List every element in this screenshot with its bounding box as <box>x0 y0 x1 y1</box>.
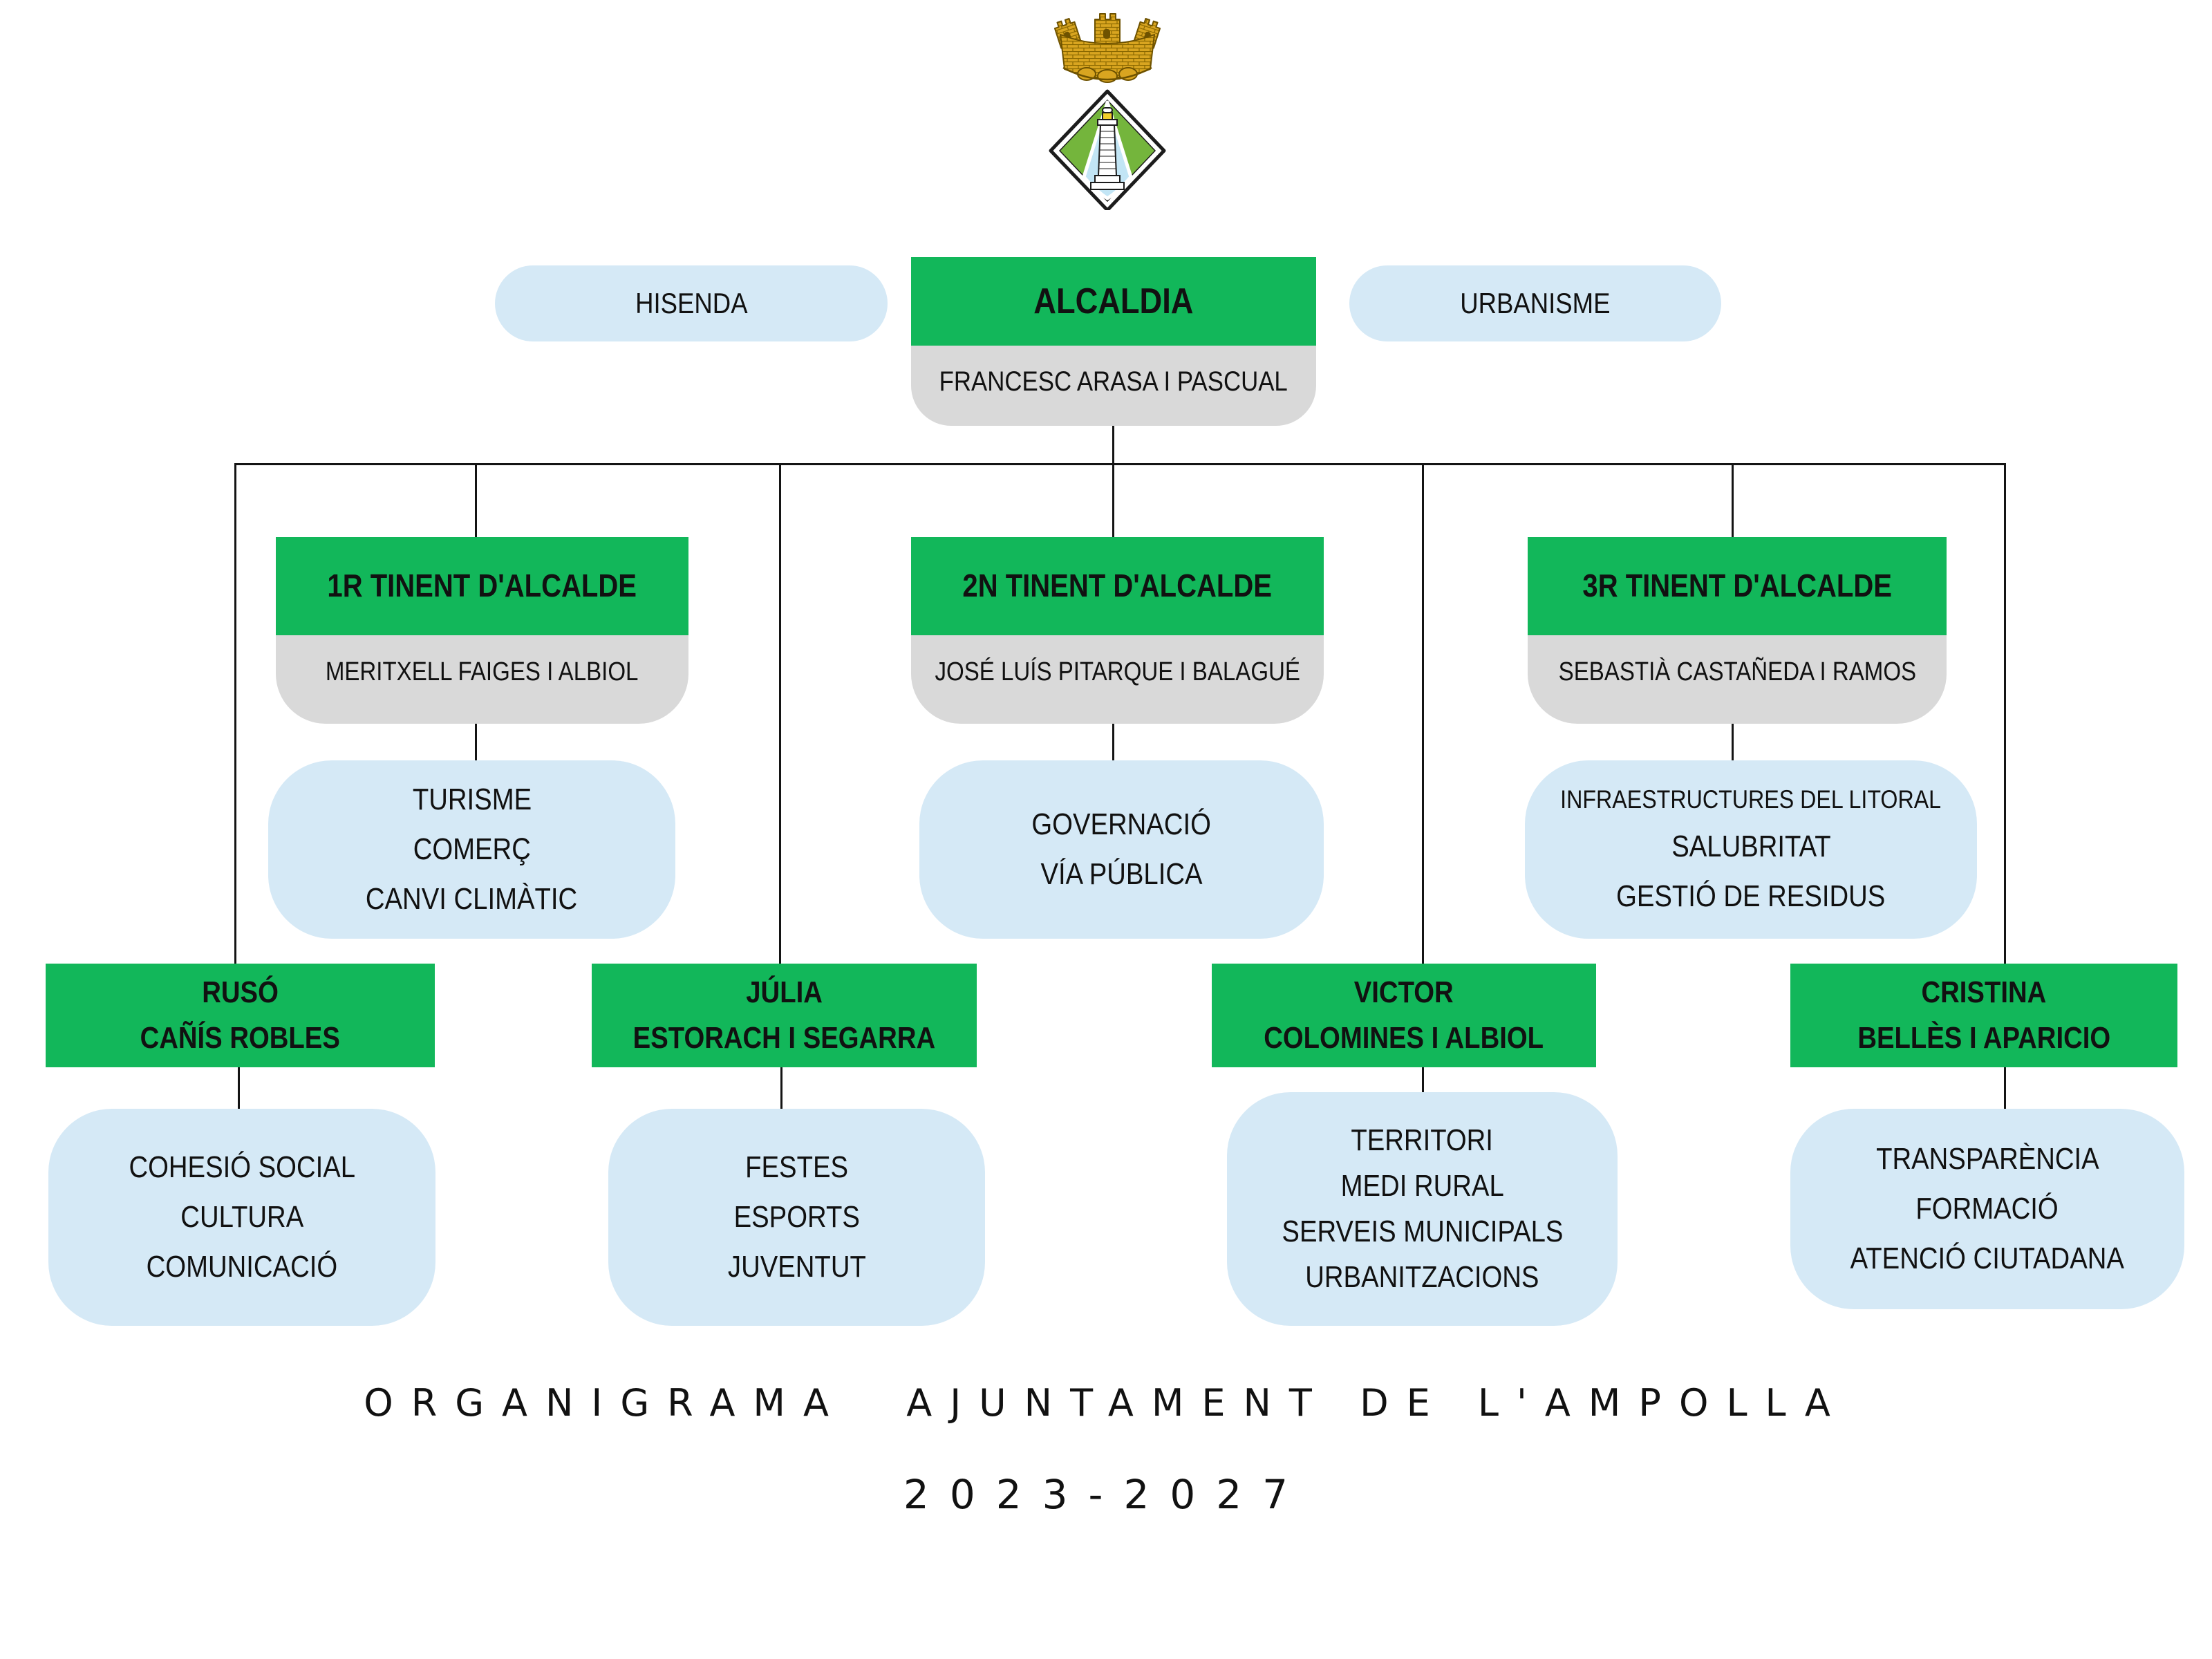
shield-icon <box>1049 89 1166 210</box>
area-label: SALUBRITAT <box>1671 830 1831 863</box>
area-label: URBANITZACIONS <box>1305 1260 1539 1294</box>
mural-crown-icon <box>1053 13 1161 83</box>
connector-stem-victor-areas <box>1422 1067 1424 1109</box>
area-label: COMERÇ <box>413 832 531 866</box>
area-label: ESPORTS <box>733 1200 860 1234</box>
area-label: INFRAESTRUCTURES DEL LITORAL <box>1560 785 1942 814</box>
connector-stem-3r-areas <box>1732 724 1734 762</box>
connector-drop-ruso <box>234 463 236 965</box>
node-regidor-victor-areas: TERRITORI MEDI RURAL SERVEIS MUNICIPALS … <box>1227 1092 1618 1326</box>
area-label: FESTES <box>745 1150 848 1184</box>
pill-hisenda-label: HISENDA <box>635 286 748 319</box>
connector-stem-julia-areas <box>780 1067 782 1109</box>
node-1r-tinent-name: MERITXELL FAIGES I ALBIOL <box>276 635 688 724</box>
node-1r-tinent-title: 1R TINENT D'ALCALDE <box>276 537 688 635</box>
node-regidor-ruso-areas: COHESIÓ SOCIAL CULTURA COMUNICACIÓ <box>48 1109 435 1326</box>
pill-urbanisme: URBANISME <box>1349 265 1721 341</box>
node-regidor-cristina: CRISTINA BELLÈS I APARICIO <box>1790 964 2177 1067</box>
area-label: GOVERNACIÓ <box>1031 807 1212 841</box>
regidor-name-line: ESTORACH I SEGARRA <box>632 1021 936 1055</box>
regidor-name-line: BELLÈS I APARICIO <box>1857 1021 2110 1055</box>
node-3r-tinent-areas: INFRAESTRUCTURES DEL LITORAL SALUBRITAT … <box>1525 760 1977 939</box>
area-label: JUVENTUT <box>727 1250 866 1284</box>
1r-tinent-name-label: MERITXELL FAIGES I ALBIOL <box>326 657 639 687</box>
pill-hisenda: HISENDA <box>495 265 888 341</box>
ampolla-crest-icon <box>1049 13 1166 210</box>
area-label: SERVEIS MUNICIPALS <box>1281 1215 1564 1248</box>
area-label: TURISME <box>412 782 532 816</box>
regidor-name-line: CRISTINA <box>1921 975 2047 1009</box>
node-regidor-julia: JÚLIA ESTORACH I SEGARRA <box>592 964 977 1067</box>
connector-alcaldia-stem <box>1112 426 1114 465</box>
node-2n-tinent-title: 2N TINENT D'ALCALDE <box>911 537 1324 635</box>
node-regidor-cristina-areas: TRANSPARÈNCIA FORMACIÓ ATENCIÓ CIUTADANA <box>1790 1109 2184 1309</box>
connector-distribution-bar <box>234 463 2006 465</box>
connector-stem-2n-areas <box>1112 724 1114 762</box>
3r-tinent-title-label: 3R TINENT D'ALCALDE <box>1582 568 1892 604</box>
node-2n-tinent-areas: GOVERNACIÓ VÍA PÚBLICA <box>919 760 1324 939</box>
node-3r-tinent-name: SEBASTIÀ CASTAÑEDA I RAMOS <box>1528 635 1947 724</box>
connector-drop-3r-tinent <box>1732 463 1734 539</box>
alcaldia-name-label: FRANCESC ARASA I PASCUAL <box>939 366 1288 397</box>
1r-tinent-title-label: 1R TINENT D'ALCALDE <box>327 568 637 604</box>
pill-urbanisme-label: URBANISME <box>1460 286 1611 319</box>
poster-period: 2023-2027 <box>903 1471 1309 1518</box>
area-label: ATENCIÓ CIUTADANA <box>1850 1241 2125 1275</box>
alcaldia-title-label: ALCALDIA <box>1033 281 1194 321</box>
area-label: TERRITORI <box>1351 1123 1494 1157</box>
area-label: COHESIÓ SOCIAL <box>129 1150 355 1184</box>
regidor-name-line: JÚLIA <box>746 975 823 1009</box>
node-regidor-victor: VICTOR COLOMINES I ALBIOL <box>1212 964 1596 1067</box>
connector-drop-julia <box>779 463 781 965</box>
connector-drop-victor <box>1422 463 1424 965</box>
connector-stem-1r-areas <box>475 724 477 762</box>
regidor-name-line: COLOMINES I ALBIOL <box>1264 1021 1544 1055</box>
node-regidor-julia-areas: FESTES ESPORTS JUVENTUT <box>608 1109 985 1326</box>
connector-drop-cristina <box>2004 463 2006 965</box>
node-3r-tinent-title: 3R TINENT D'ALCALDE <box>1528 537 1947 635</box>
area-label: TRANSPARÈNCIA <box>1875 1142 2099 1176</box>
area-label: CULTURA <box>180 1200 303 1234</box>
node-regidor-ruso: RUSÓ CAÑÍS ROBLES <box>46 964 435 1067</box>
connector-stem-cristina-areas <box>2004 1067 2006 1109</box>
connector-stem-ruso-areas <box>238 1067 240 1109</box>
area-label: FORMACIÓ <box>1915 1192 2059 1226</box>
connector-drop-1r-tinent <box>475 463 477 539</box>
regidor-name-line: RUSÓ <box>202 975 279 1009</box>
connector-drop-2n-tinent <box>1112 463 1114 539</box>
3r-tinent-name-label: SEBASTIÀ CASTAÑEDA I RAMOS <box>1558 657 1916 687</box>
lighthouse-tower-icon <box>1090 107 1125 190</box>
poster-title: ORGANIGRAMA AJUNTAMENT DE L'AMPOLLA <box>364 1381 1848 1425</box>
area-label: GESTIÓ DE RESIDUS <box>1616 879 1886 913</box>
2n-tinent-title-label: 2N TINENT D'ALCALDE <box>962 568 1273 604</box>
node-2n-tinent-name: JOSÉ LUÍS PITARQUE I BALAGUÉ <box>911 635 1324 724</box>
node-alcaldia-title: ALCALDIA <box>911 257 1316 346</box>
node-alcaldia-name: FRANCESC ARASA I PASCUAL <box>911 346 1316 426</box>
area-label: MEDI RURAL <box>1340 1169 1504 1203</box>
regidor-name-line: CAÑÍS ROBLES <box>140 1021 341 1055</box>
area-label: VÍA PÚBLICA <box>1040 857 1203 891</box>
area-label: COMUNICACIÓ <box>146 1250 338 1284</box>
node-1r-tinent-areas: TURISME COMERÇ CANVI CLIMÀTIC <box>268 760 675 939</box>
area-label: CANVI CLIMÀTIC <box>366 882 578 916</box>
2n-tinent-name-label: JOSÉ LUÍS PITARQUE I BALAGUÉ <box>935 657 1300 687</box>
regidor-name-line: VICTOR <box>1354 975 1454 1009</box>
